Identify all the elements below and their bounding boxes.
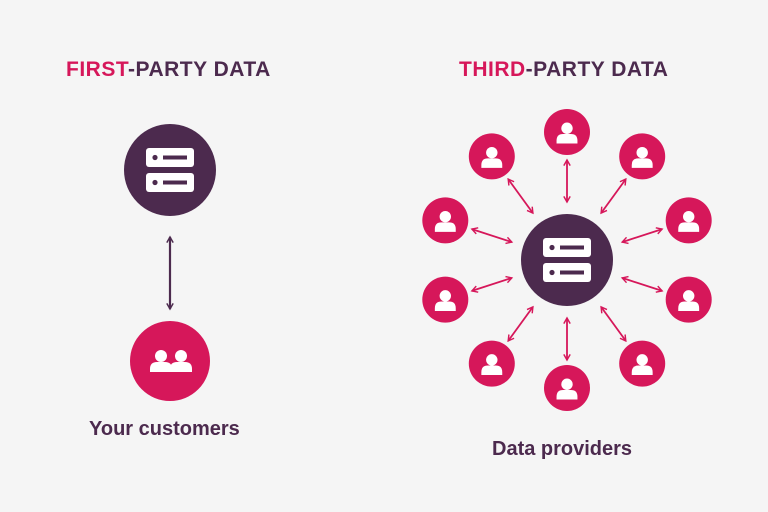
provider-node [422,197,469,244]
third-party-network [422,109,712,411]
provider-node [468,133,515,180]
provider-connector-arrow [600,305,627,343]
third-party-caption: Data providers [492,438,633,460]
third-party-title: THIRD-PARTY DATA [459,58,668,82]
customers-node [130,321,210,401]
provider-connector-arrow [507,177,534,215]
provider-node [468,340,515,387]
first-party-server-node [124,124,216,216]
provider-connector-arrow [470,275,514,293]
first-party-title-accent: FIRST [66,58,129,81]
third-party-title-accent: THIRD [459,58,526,81]
provider-node [544,365,590,411]
provider-node [619,340,666,387]
first-party-title: FIRST-PARTY DATA [66,58,271,82]
provider-connector-arrow [600,177,627,215]
third-party-title-rest: -PARTY DATA [525,58,669,81]
provider-connector-arrow [507,305,534,343]
provider-connector-arrow [620,275,664,293]
provider-node [665,276,712,323]
provider-connector-arrow [620,227,664,245]
first-party-title-rest: -PARTY DATA [128,58,271,81]
first-party-caption: Your customers [89,418,240,440]
provider-connector-arrow [470,227,514,245]
provider-node [665,197,712,244]
third-party-server-node [521,214,613,306]
provider-node [544,109,590,155]
provider-node [619,133,666,180]
provider-node [422,276,469,323]
